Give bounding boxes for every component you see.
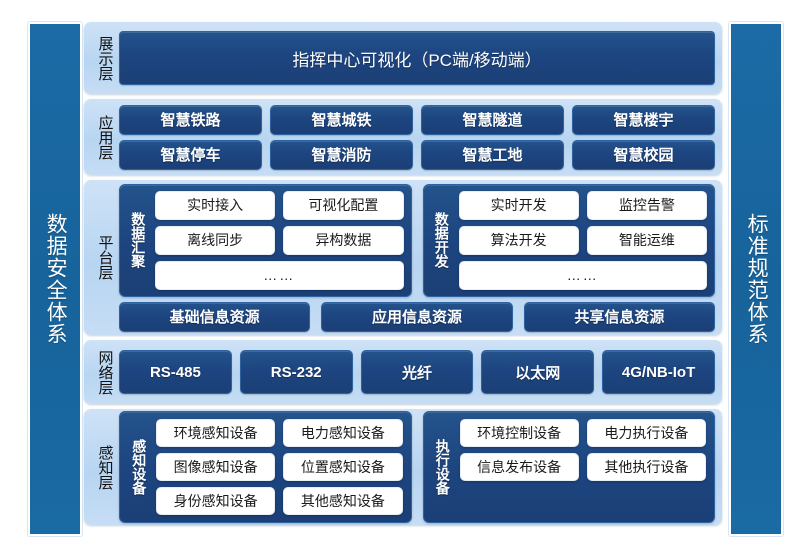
layer-display-label: 展示层 <box>96 35 114 81</box>
network-item-fiber[interactable]: 光纤 <box>360 350 474 394</box>
layer-network-label: 网络层 <box>96 349 114 395</box>
layer-display: 展示层 指挥中心可视化（PC端/移动端） <box>84 22 722 94</box>
platform-group-data-development-body: 实时开发 监控告警 算法开发 智能运维 …… <box>458 190 707 290</box>
sensing-location-device[interactable]: 位置感知设备 <box>283 453 403 481</box>
layer-perception-body: 感知设备 环境感知设备 电力感知设备 图像感知设备 位置感知设备 <box>119 411 715 523</box>
data-development-monitoring-alarm[interactable]: 监控告警 <box>586 190 707 220</box>
resource-basic-info[interactable]: 基础信息资源 <box>119 301 311 332</box>
actuator-power-execution-device[interactable]: 电力执行设备 <box>586 419 706 447</box>
resource-application-info[interactable]: 应用信息资源 <box>321 301 513 332</box>
app-item-smart-firefighting[interactable]: 智慧消防 <box>270 139 413 170</box>
perception-group-actuator-devices: 执行设备 环境控制设备 电力执行设备 信息发布设备 其他执行设备 <box>422 411 715 523</box>
application-row-2: 智慧停车 智慧消防 智慧工地 智慧校园 <box>119 139 715 170</box>
data-aggregation-heterogeneous-data[interactable]: 异构数据 <box>283 225 404 255</box>
layer-stack: 展示层 指挥中心可视化（PC端/移动端） 应用层 智慧铁路 智慧城铁 智慧隧道 … <box>84 22 722 532</box>
network-row: RS-485 RS-232 光纤 以太网 4G/NB-IoT <box>119 350 715 394</box>
sensing-image-device[interactable]: 图像感知设备 <box>156 453 276 481</box>
perception-group-actuator-devices-title: 执行设备 <box>434 439 451 495</box>
layer-application-label: 应用层 <box>96 114 114 160</box>
app-item-smart-railway[interactable]: 智慧铁路 <box>119 104 262 135</box>
perception-group-sensing-devices: 感知设备 环境感知设备 电力感知设备 图像感知设备 位置感知设备 <box>119 411 412 523</box>
data-development-more[interactable]: …… <box>458 260 707 290</box>
platform-group-data-aggregation: 数据汇聚 实时接入 可视化配置 离线同步 异构数据 …… <box>119 183 412 297</box>
perception-group-sensing-devices-title: 感知设备 <box>131 439 148 495</box>
data-aggregation-realtime-ingest[interactable]: 实时接入 <box>155 190 276 220</box>
layer-network: 网络层 RS-485 RS-232 光纤 以太网 4G/NB-IoT <box>84 340 722 404</box>
application-row-1: 智慧铁路 智慧城铁 智慧隧道 智慧楼宇 <box>119 104 715 135</box>
app-item-smart-urban-rail[interactable]: 智慧城铁 <box>270 104 413 135</box>
actuator-other-execution-device[interactable]: 其他执行设备 <box>586 453 706 481</box>
perception-group-actuator-devices-body: 环境控制设备 电力执行设备 信息发布设备 其他执行设备 <box>459 419 706 515</box>
layer-platform: 平台层 数据汇聚 实时接入 可视化配置 离线同步 异构数据 <box>84 180 722 335</box>
sensing-identity-device[interactable]: 身份感知设备 <box>156 487 276 515</box>
left-pillar-label: 数据安全体系 <box>44 213 68 345</box>
actuator-info-publishing-device[interactable]: 信息发布设备 <box>459 453 579 481</box>
layer-perception: 感知层 感知设备 环境感知设备 电力感知设备 图像感知设备 位置感知设备 <box>84 409 722 525</box>
resource-shared-info[interactable]: 共享信息资源 <box>523 301 715 332</box>
sensing-environment-device[interactable]: 环境感知设备 <box>156 419 276 447</box>
data-aggregation-row-2: 离线同步 异构数据 <box>155 225 404 255</box>
network-item-4g-nbiot[interactable]: 4G/NB-IoT <box>602 350 715 394</box>
network-item-rs232[interactable]: RS-232 <box>239 350 353 394</box>
app-item-smart-tunnel[interactable]: 智慧隧道 <box>421 104 564 135</box>
data-development-row-1: 实时开发 监控告警 <box>458 190 707 220</box>
data-aggregation-row-1: 实时接入 可视化配置 <box>155 190 404 220</box>
right-pillar-standards: 标准规范体系 <box>729 22 783 536</box>
data-aggregation-offline-sync[interactable]: 离线同步 <box>155 225 276 255</box>
app-item-smart-parking[interactable]: 智慧停车 <box>119 139 262 170</box>
layer-platform-body: 数据汇聚 实时接入 可视化配置 离线同步 异构数据 …… <box>119 183 715 332</box>
network-item-rs485[interactable]: RS-485 <box>119 350 232 394</box>
platform-group-data-aggregation-body: 实时接入 可视化配置 离线同步 异构数据 …… <box>155 190 404 290</box>
left-pillar-data-security: 数据安全体系 <box>28 22 82 536</box>
sensing-devices-row-2: 图像感知设备 位置感知设备 <box>156 453 403 481</box>
layer-application: 应用层 智慧铁路 智慧城铁 智慧隧道 智慧楼宇 智慧停车 智慧消防 智慧工地 智… <box>84 99 722 175</box>
app-item-smart-campus[interactable]: 智慧校园 <box>572 139 715 170</box>
data-development-intelligent-ops[interactable]: 智能运维 <box>586 225 707 255</box>
layer-platform-label: 平台层 <box>96 235 114 280</box>
sensing-devices-row-1: 环境感知设备 电力感知设备 <box>156 419 403 447</box>
platform-group-data-aggregation-title: 数据汇聚 <box>130 212 147 268</box>
platform-resource-row: 基础信息资源 应用信息资源 共享信息资源 <box>119 301 715 332</box>
data-aggregation-visual-config[interactable]: 可视化配置 <box>283 190 404 220</box>
sensing-power-device[interactable]: 电力感知设备 <box>283 419 403 447</box>
platform-groups: 数据汇聚 实时接入 可视化配置 离线同步 异构数据 …… <box>119 183 715 297</box>
right-pillar-label: 标准规范体系 <box>745 213 769 345</box>
layer-network-body: RS-485 RS-232 光纤 以太网 4G/NB-IoT <box>119 350 715 394</box>
actuator-devices-row-2: 信息发布设备 其他执行设备 <box>459 453 706 481</box>
data-development-row-2: 算法开发 智能运维 <box>458 225 707 255</box>
network-item-ethernet[interactable]: 以太网 <box>481 350 595 394</box>
platform-group-data-development: 数据开发 实时开发 监控告警 算法开发 智能运维 …… <box>422 183 715 297</box>
platform-group-data-development-title: 数据开发 <box>433 212 450 268</box>
data-development-algorithm-dev[interactable]: 算法开发 <box>458 225 579 255</box>
actuator-environment-control-device[interactable]: 环境控制设备 <box>459 419 579 447</box>
perception-group-sensing-devices-body: 环境感知设备 电力感知设备 图像感知设备 位置感知设备 身份感知设备 其他感知设… <box>156 419 403 515</box>
app-item-smart-building[interactable]: 智慧楼宇 <box>572 104 715 135</box>
perception-groups: 感知设备 环境感知设备 电力感知设备 图像感知设备 位置感知设备 <box>119 411 715 523</box>
layer-application-body: 智慧铁路 智慧城铁 智慧隧道 智慧楼宇 智慧停车 智慧消防 智慧工地 智慧校园 <box>119 104 715 170</box>
display-command-center-bar[interactable]: 指挥中心可视化（PC端/移动端） <box>119 31 715 85</box>
sensing-other-device[interactable]: 其他感知设备 <box>283 487 403 515</box>
sensing-devices-row-3: 身份感知设备 其他感知设备 <box>156 487 403 515</box>
data-aggregation-more[interactable]: …… <box>155 260 404 290</box>
actuator-devices-row-1: 环境控制设备 电力执行设备 <box>459 419 706 447</box>
data-development-realtime-dev[interactable]: 实时开发 <box>458 190 579 220</box>
app-item-smart-construction-site[interactable]: 智慧工地 <box>421 139 564 170</box>
layer-perception-label: 感知层 <box>96 444 114 490</box>
layer-display-body: 指挥中心可视化（PC端/移动端） <box>119 31 715 85</box>
